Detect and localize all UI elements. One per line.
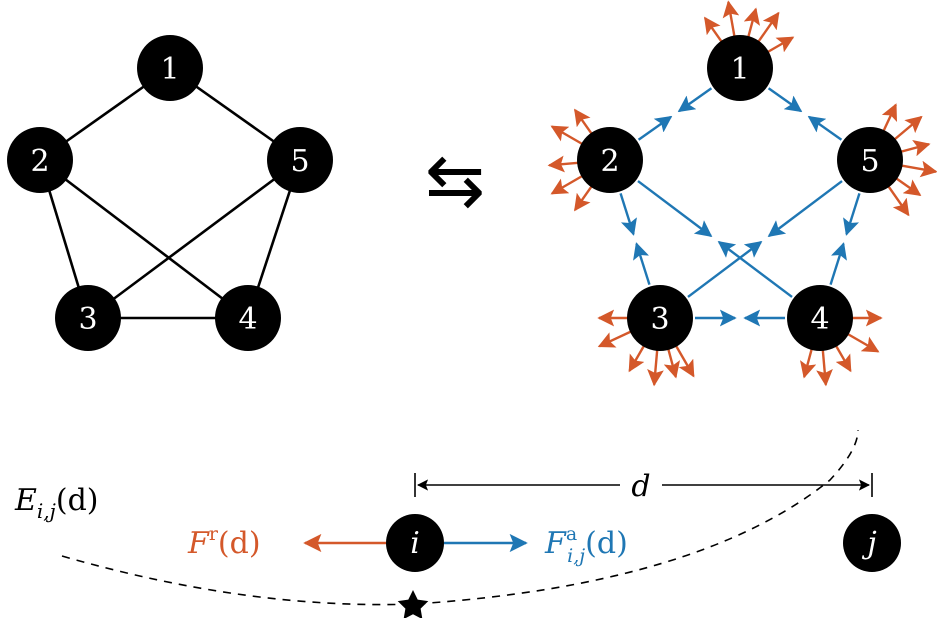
attractive-arrow-2-to-3 (619, 193, 637, 236)
attractive-arrow-2-to-1 (637, 115, 673, 141)
repulsive-arrow-node-4 (816, 346, 833, 387)
right-node-1 (707, 35, 773, 101)
star-icon (397, 590, 429, 618)
attractive-arrow-1-to-2 (677, 87, 713, 113)
repulsive-arrow-node-5 (898, 160, 937, 178)
left-graph-edges (38, 66, 302, 320)
left-node-4 (215, 285, 281, 351)
repulsive-arrow-node-3 (663, 345, 680, 379)
node-i-label: i (410, 526, 420, 561)
left-node-label-2: 2 (30, 144, 49, 179)
repulsive-arrow-node-1 (755, 11, 780, 45)
left-node-label-1: 1 (160, 52, 179, 87)
left-node-5 (267, 127, 333, 193)
right-node-label-5: 5 (860, 144, 879, 179)
edge-5-3 (87, 158, 301, 320)
attractive-arrow-2-to-4 (637, 180, 713, 238)
repulsive-force-arrows (547, 0, 937, 387)
repulsive-arrow-node-1 (764, 36, 795, 55)
repulsive-arrow-node-2 (550, 125, 586, 147)
right-graph: 1 2 3 4 5 (547, 0, 937, 387)
repulsive-arrow-node-4 (844, 331, 880, 353)
right-node-label-4: 4 (810, 302, 829, 337)
repulsive-arrow-node-2 (574, 183, 595, 212)
right-node-label-3: 3 (650, 302, 669, 337)
right-node-label-2: 2 (600, 144, 619, 179)
left-graph: 1 2 3 4 5 (7, 35, 333, 351)
attractive-arrow-4-to-2 (717, 240, 793, 298)
repulsive-arrow-node-5 (891, 115, 923, 143)
repulsive-arrow-node-3 (647, 346, 664, 387)
repulsive-arrow-node-4 (800, 345, 817, 379)
repulsive-arrow-node-1 (704, 16, 725, 45)
repulsive-arrow-node-4 (833, 342, 852, 373)
left-node-label-4: 4 (238, 302, 257, 337)
right-node-3 (627, 285, 693, 351)
left-node-label-3: 3 (78, 302, 97, 337)
repulsive-arrow-node-3 (597, 329, 635, 348)
repulsive-arrow-node-5 (893, 175, 922, 196)
equivalence-arrows: ⇆ (425, 138, 485, 222)
repulsive-arrow-node-3 (628, 342, 647, 373)
right-node-5 (837, 127, 903, 193)
right-node-4 (787, 285, 853, 351)
node-j (843, 514, 901, 572)
repulsive-arrow-node-3 (673, 342, 695, 378)
attractive-arrow-4-to-5 (829, 242, 847, 285)
edge-2-4 (39, 158, 249, 320)
repulsive-arrow-node-5 (881, 103, 898, 135)
energy-curve (61, 429, 859, 606)
repulsive-arrow-node-2 (550, 173, 586, 195)
repulsive-arrow-node-1 (743, 7, 760, 41)
left-node-1 (137, 35, 203, 101)
attractive-arrow-1-to-5 (767, 87, 803, 113)
attractive-force-arrows (619, 87, 861, 327)
energy-label: Ei,j(d) (14, 483, 99, 523)
repulsive-arrow-node-2 (574, 108, 595, 137)
repulsive-arrow-node-2 (547, 155, 582, 173)
right-graph-nodes: 1 2 3 4 5 (577, 35, 903, 351)
attractive-arrow-3-to-5 (687, 240, 763, 298)
left-node-3 (55, 285, 121, 351)
attractive-arrow-5-to-3 (767, 180, 843, 238)
attractive-arrow-3-to-2 (633, 242, 651, 285)
node-i (386, 514, 444, 572)
repulsive-arrow-node-5 (897, 140, 931, 157)
left-node-label-5: 5 (290, 144, 309, 179)
repulsive-arrow-node-5 (885, 183, 910, 217)
right-node-2 (577, 127, 643, 193)
attractive-arrow-5-to-1 (807, 115, 843, 141)
attractive-arrow-5-to-4 (843, 193, 861, 236)
left-node-2 (7, 127, 73, 193)
left-graph-nodes: 1 2 3 4 5 (7, 35, 333, 351)
distance-label: d (631, 469, 650, 504)
equivalence-symbol: ⇆ (425, 138, 485, 222)
repulsive-force-label: Fr(d) (187, 523, 261, 561)
right-node-label-1: 1 (730, 52, 749, 87)
repulsive-arrow-node-1 (722, 0, 740, 40)
